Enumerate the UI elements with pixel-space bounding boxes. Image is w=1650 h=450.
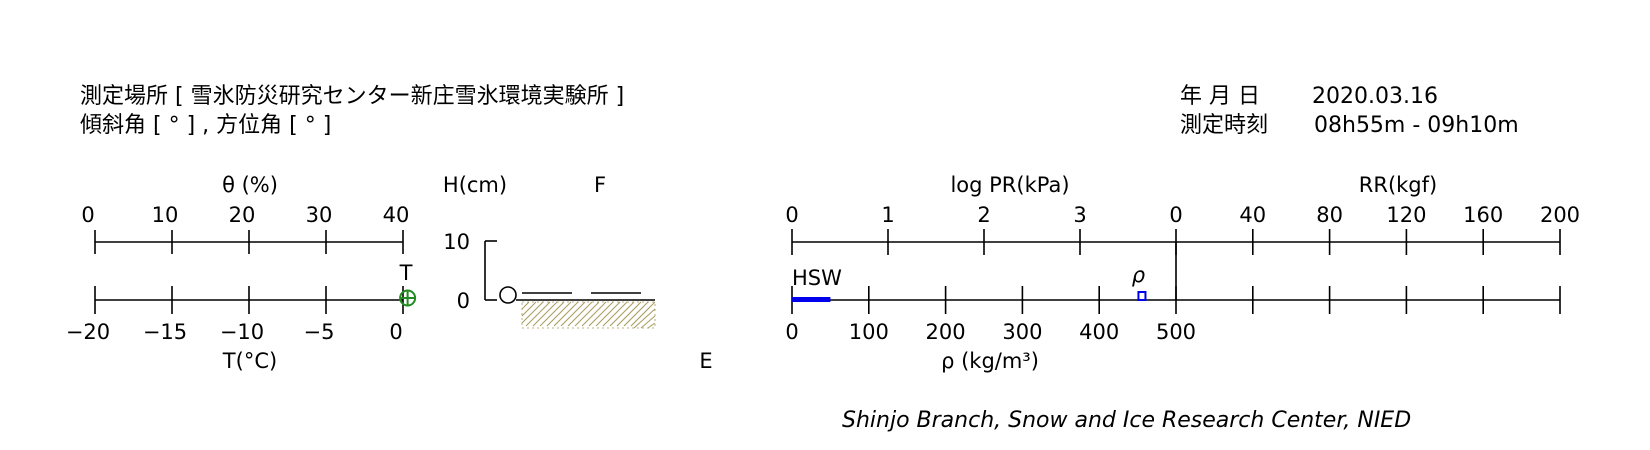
temperature-tick-label: −20 <box>66 320 110 344</box>
hatch-line <box>553 301 579 327</box>
temperature-point <box>399 289 417 307</box>
density-tick-label: 400 <box>1079 320 1119 344</box>
hatch-line <box>539 301 565 327</box>
hatch-line <box>609 301 635 327</box>
hatch-line <box>616 301 642 327</box>
rr-axis-title: RR(kgf) <box>1359 173 1437 197</box>
theta-tick-label: 20 <box>229 203 256 227</box>
height-tick-label: 0 <box>457 289 470 313</box>
hatch-line <box>640 315 656 329</box>
temperature-tick-label: −15 <box>143 320 187 344</box>
rr-tick-label: 160 <box>1463 203 1503 227</box>
rr-tick-label: 0 <box>1169 203 1182 227</box>
rr-tick-label: 200 <box>1540 203 1580 227</box>
temperature-tick-label: −10 <box>220 320 264 344</box>
hatch-line <box>647 322 656 329</box>
temperature-tick-label: 0 <box>389 320 402 344</box>
hatch-line <box>623 301 649 327</box>
density-tick-label: 0 <box>785 320 798 344</box>
hatch-line <box>546 301 572 327</box>
hatch-line <box>602 301 628 327</box>
hatch-line <box>633 308 656 329</box>
angle-label: 傾斜角 [ ° ] , 方位角 [ ° ] <box>80 113 331 138</box>
density-tick-label: 200 <box>926 320 966 344</box>
pressure-tick-label: 0 <box>785 203 798 227</box>
hatch-line <box>581 301 607 327</box>
hatch-line <box>588 301 614 327</box>
theta-temperature-panel: θ (%) 0 10 20 30 40 −20 −15 −10 −5 0T(°C) T <box>66 173 417 373</box>
temperature-axis-title: T(°C) <box>222 349 277 373</box>
credit-text: Shinjo Branch, Snow and Ice Research Cen… <box>842 408 1411 433</box>
time-label: 測定時刻 <box>1180 113 1268 138</box>
rr-tick-label: 40 <box>1239 203 1266 227</box>
pressure-axis-title: log PR(kPa) <box>950 173 1069 197</box>
density-axis-title: ρ (kg/m³) <box>941 349 1039 373</box>
height-profile-panel: H(cm) F E 10 0 <box>443 173 713 373</box>
hatch-line <box>521 301 544 324</box>
hsw-bar <box>792 297 831 302</box>
hatch-line <box>595 301 621 327</box>
hatch-line <box>532 301 558 327</box>
side-label-e: E <box>699 349 712 373</box>
hatch-line <box>560 301 586 327</box>
hatch-line <box>630 301 656 327</box>
density-series-label: ρ <box>1132 263 1146 287</box>
hatch-outline <box>521 301 656 329</box>
hatch-line <box>521 301 537 317</box>
surface-marker <box>499 286 517 304</box>
column-label-f: F <box>594 173 606 197</box>
theta-tick-label: 0 <box>81 203 94 227</box>
theta-tick-label: 30 <box>306 203 333 227</box>
temperature-tick-label: −5 <box>304 320 335 344</box>
rr-tick-label: 120 <box>1386 203 1426 227</box>
density-tick-label: 300 <box>1002 320 1042 344</box>
height-tick-label: 10 <box>443 230 470 254</box>
pressure-tick-label: 3 <box>1073 203 1086 227</box>
temperature-series-label: T <box>399 261 413 285</box>
date-label: 年 月 日 <box>1180 84 1260 109</box>
density-tick-label: 100 <box>849 320 889 344</box>
density-marker <box>1137 291 1147 301</box>
hatch-line <box>525 301 551 327</box>
site-label: 測定場所 [ 雪氷防災研究センター新庄雪氷環境実験所 ] <box>80 84 624 109</box>
hatch-line <box>567 301 593 327</box>
rr-tick-label: 80 <box>1316 203 1343 227</box>
time-value: 08h55m - 09h10m <box>1314 113 1519 138</box>
ground-hatch <box>521 301 656 329</box>
pressure-tick-label: 1 <box>881 203 894 227</box>
date-value: 2020.03.16 <box>1312 84 1438 109</box>
hsw-label: HSW <box>792 266 842 290</box>
density-tick-label: 500 <box>1156 320 1196 344</box>
hatch-line <box>521 301 530 310</box>
theta-tick-label: 10 <box>152 203 179 227</box>
theta-axis-title: θ (%) <box>222 173 278 197</box>
theta-tick-label: 40 <box>383 203 410 227</box>
hatch-line <box>574 301 600 327</box>
pressure-density-panel: log PR(kPa) RR(kgf) 0 1 2 3 0 40 80 120 160 200 0 100… <box>785 173 1580 373</box>
height-axis-title: H(cm) <box>443 173 507 197</box>
pressure-tick-label: 2 <box>977 203 990 227</box>
